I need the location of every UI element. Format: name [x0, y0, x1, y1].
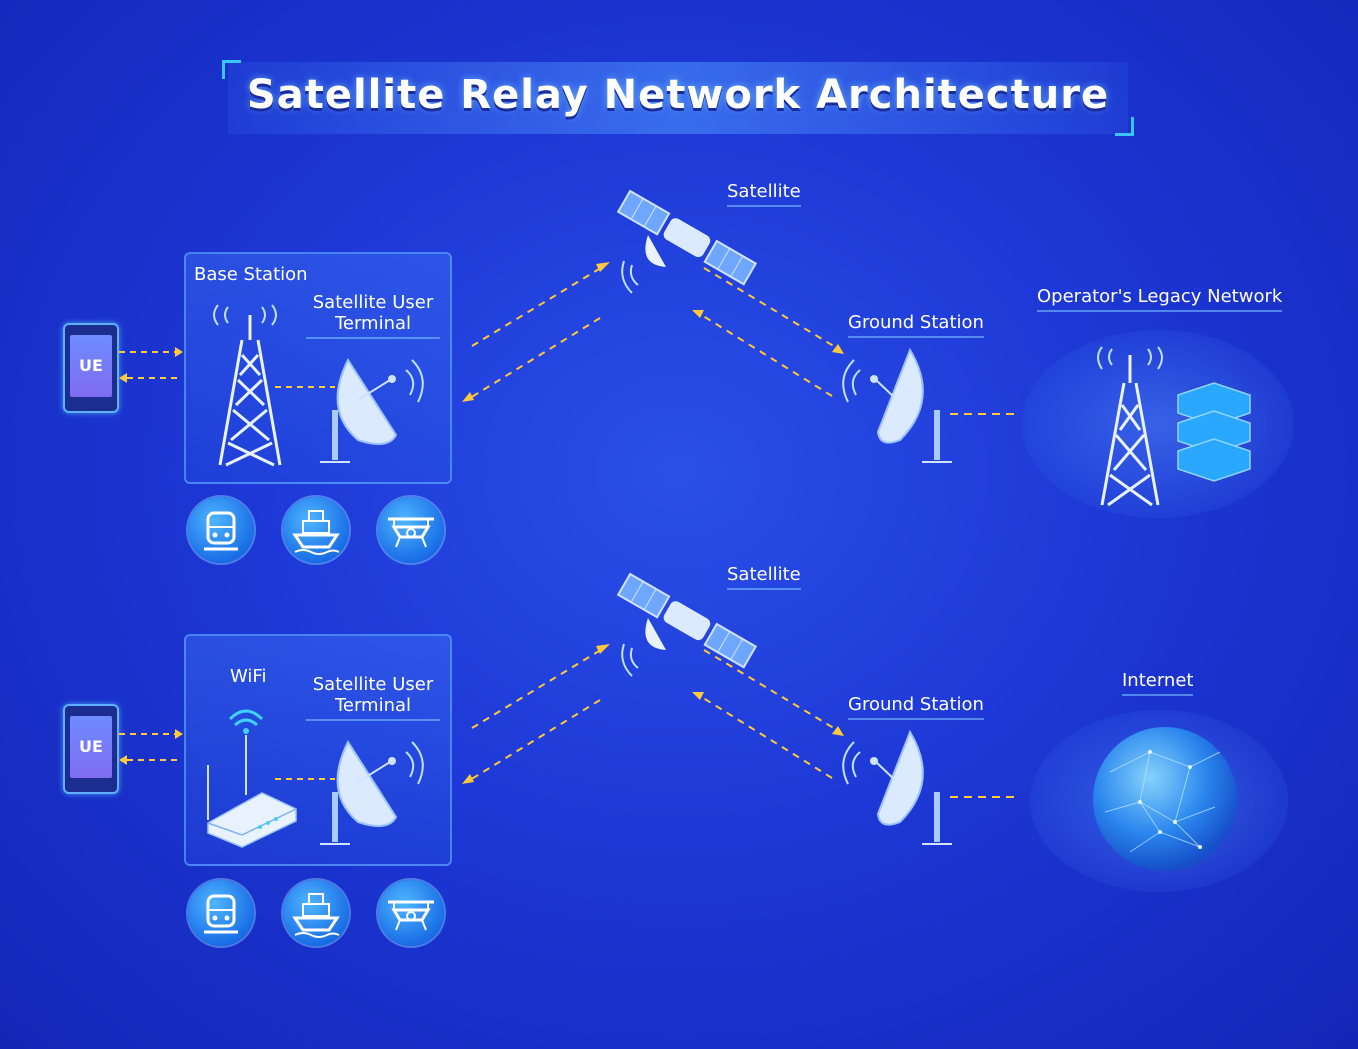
downlink-arrows-top — [692, 267, 844, 397]
satellite-dish-icon — [320, 739, 424, 845]
terminal-label-line2: Terminal — [306, 695, 440, 721]
uplink-arrows-top — [462, 262, 610, 402]
train-icon — [188, 880, 254, 946]
ue-label: UE — [79, 356, 103, 375]
ue-link-arrows-top — [119, 347, 183, 383]
internet-label: Internet — [1122, 670, 1194, 696]
page-title: Satellite Relay Network Architecture — [246, 72, 1110, 118]
operator-network-icon — [1097, 346, 1251, 507]
ground-station-dish-icon — [842, 347, 952, 463]
phone-screen — [70, 335, 112, 397]
ue-phone-top: UE — [63, 323, 119, 413]
base-station-panel — [184, 252, 452, 484]
downlink-arrows-bottom — [692, 649, 844, 779]
satellite-label-bottom: Satellite — [727, 564, 801, 590]
router-terminal-link-bottom — [275, 778, 335, 780]
ue-phone-bottom: UE — [63, 704, 119, 794]
satellite-icon — [616, 189, 758, 294]
operator-network-label: Operator's Legacy Network — [1037, 286, 1283, 312]
phone-screen — [70, 716, 112, 778]
ue-label: UE — [79, 737, 103, 756]
ship-icon — [283, 880, 349, 946]
ground-station-dish-icon — [842, 729, 952, 845]
title-background — [228, 62, 1128, 134]
ground-destination-link-top — [950, 413, 1016, 415]
ground-destination-link-bottom — [950, 796, 1016, 798]
ground-station-label-bottom: Ground Station — [848, 694, 984, 720]
title-corner-top-left — [222, 60, 241, 79]
terminal-label-line1: Satellite User — [312, 292, 434, 313]
terminal-label-bottom: Satellite User Terminal — [306, 674, 440, 721]
tower-terminal-link-top — [275, 386, 335, 388]
terminal-label-top: Satellite User Terminal — [306, 292, 440, 339]
drone-icon — [378, 497, 444, 563]
title-banner: Satellite Relay Network Architecture — [222, 60, 1134, 136]
globe-icon — [1093, 727, 1237, 871]
wifi-label: WiFi — [230, 666, 267, 687]
drone-icon — [378, 880, 444, 946]
satellite-icon — [616, 572, 758, 677]
uplink-arrows-bottom — [462, 644, 610, 784]
satellite-dish-icon — [320, 357, 424, 463]
ground-station-label-top: Ground Station — [848, 312, 984, 338]
ue-link-arrows-bottom — [119, 729, 183, 765]
base-station-label: Base Station — [194, 264, 308, 285]
tower-icon — [213, 304, 282, 467]
terminal-label-line2: Terminal — [306, 313, 440, 339]
ship-icon — [283, 497, 349, 563]
title-corner-bottom-right — [1115, 117, 1134, 136]
satellite-label-top: Satellite — [727, 181, 801, 207]
wifi-router-icon — [207, 709, 297, 848]
train-icon — [188, 497, 254, 563]
terminal-label-line1: Satellite User — [312, 674, 434, 695]
